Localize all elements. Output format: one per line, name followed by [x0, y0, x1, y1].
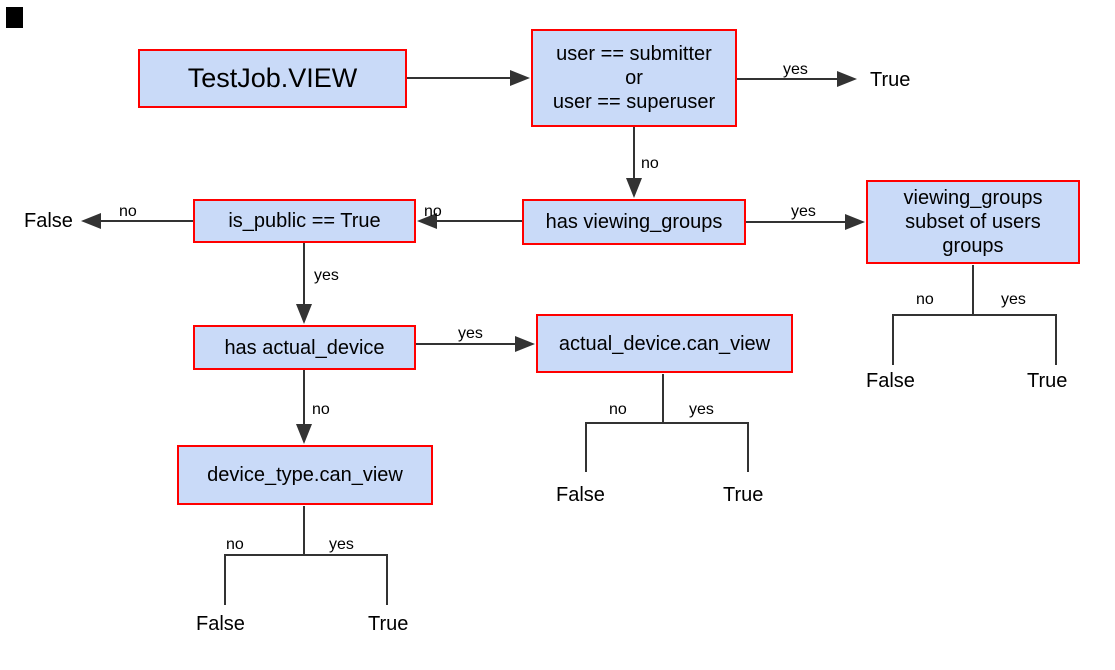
terminal-adcv-false: False	[556, 484, 605, 506]
edge-label-ispublic-no: no	[119, 203, 137, 220]
edge-label-subset-yes: yes	[1001, 291, 1026, 308]
node-device-type-can-view: device_type.can_view	[177, 445, 433, 505]
node-testjob-view: TestJob.VIEW	[138, 49, 407, 108]
edge-label-had-no: no	[312, 401, 330, 418]
edge-label-ispublic-yes: yes	[314, 267, 339, 284]
edge-label-cond-no: no	[641, 155, 659, 172]
node-has-viewing-groups: has viewing_groups	[522, 199, 746, 245]
branch-device-type	[224, 506, 388, 605]
edge-label-cond-yes: yes	[783, 61, 808, 78]
terminal-subset-true: True	[1027, 370, 1068, 392]
terminal-adcv-true: True	[723, 484, 764, 506]
terminal-false-left: False	[24, 210, 73, 232]
terminal-subset-false: False	[866, 370, 915, 392]
edge-label-dtcv-no: no	[226, 536, 244, 553]
node-is-public: is_public == True	[193, 199, 416, 243]
edge-label-adcv-yes: yes	[689, 401, 714, 418]
edge-label-adcv-no: no	[609, 401, 627, 418]
terminal-dtcv-true: True	[368, 613, 409, 635]
black-square-artifact	[6, 7, 23, 28]
node-user-submitter-or-superuser: user == submitter or user == superuser	[531, 29, 737, 127]
node-actual-device-can-view: actual_device.can_view	[536, 314, 793, 373]
node-has-actual-device: has actual_device	[193, 325, 416, 370]
branch-actual-device	[585, 374, 749, 472]
edge-label-hvg-no: no	[424, 203, 442, 220]
edge-label-dtcv-yes: yes	[329, 536, 354, 553]
terminal-true-top: True	[870, 69, 911, 91]
edge-label-subset-no: no	[916, 291, 934, 308]
edge-label-had-yes: yes	[458, 325, 483, 342]
branch-viewing-subset	[892, 265, 1057, 365]
terminal-dtcv-false: False	[196, 613, 245, 635]
edge-label-hvg-yes: yes	[791, 203, 816, 220]
node-viewing-groups-subset: viewing_groups subset of users groups	[866, 180, 1080, 264]
